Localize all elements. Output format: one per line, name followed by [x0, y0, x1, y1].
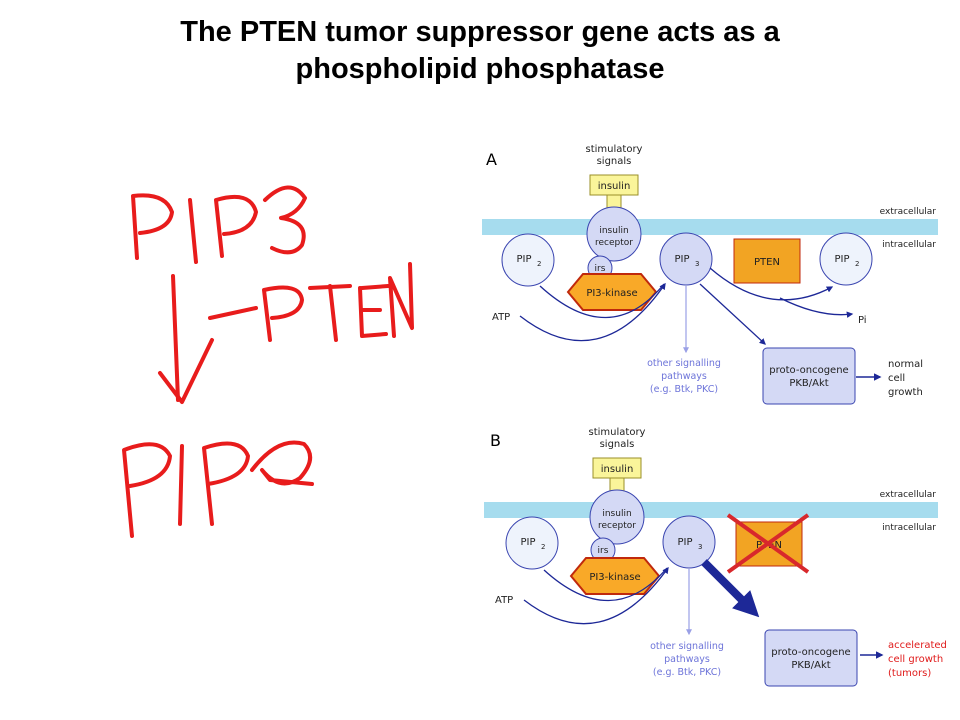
- svg-text:2: 2: [855, 260, 859, 268]
- panel-b-intracellular-label: intracellular: [882, 523, 936, 533]
- handwritten-pten: [262, 262, 414, 342]
- panel-a-stimulatory: stimulatory: [586, 144, 643, 155]
- panel-a-membrane: [482, 219, 938, 235]
- svg-text:receptor: receptor: [595, 238, 633, 248]
- svg-text:PKB/Akt: PKB/Akt: [789, 378, 828, 389]
- slide-title-line-2: phospholipid phosphatase: [295, 53, 665, 85]
- slide-title: The PTEN tumor suppressor gene acts as a…: [0, 14, 960, 88]
- panel-a-extracellular-label: extracellular: [880, 207, 937, 217]
- svg-text:PKB/Akt: PKB/Akt: [791, 660, 830, 671]
- panel-a-other-line1: other signalling: [647, 358, 721, 369]
- panel-b: B stimulatory signals extracellular intr…: [484, 427, 947, 687]
- slide-title-line-1: The PTEN tumor suppressor gene acts as a: [180, 16, 780, 48]
- pten-cross-mark: [726, 513, 810, 574]
- svg-text:irs: irs: [598, 546, 609, 556]
- handwritten-pip3: [131, 185, 307, 264]
- panel-a-outcome-line2: cell: [888, 373, 905, 384]
- svg-text:insulin: insulin: [599, 226, 628, 236]
- svg-text:3: 3: [698, 543, 702, 551]
- panel-b-pkb-thick-arrow: [701, 559, 760, 618]
- svg-text:PIP: PIP: [674, 254, 689, 265]
- panel-a-other-line2: pathways: [661, 371, 707, 382]
- panel-a-pip2-left: PIP 2: [501, 233, 555, 287]
- panel-b-atp: ATP: [495, 595, 513, 606]
- panel-b-outcome-line1: accelerated: [888, 640, 947, 651]
- svg-text:insulin: insulin: [601, 464, 634, 475]
- panel-a-outcome-line3: growth: [888, 387, 923, 398]
- panel-b-pten-inactive: PTEN: [726, 513, 810, 574]
- panel-a-pten: PTEN: [733, 238, 801, 284]
- panel-b-signals: signals: [600, 439, 635, 450]
- handwritten-pip2: [122, 440, 314, 538]
- panel-a-pi-arrow: [779, 297, 854, 318]
- panel-b-membrane: [484, 502, 938, 518]
- panel-b-pi3-kinase: PI3-kinase: [569, 557, 661, 595]
- panel-a-pkb-akt: proto-oncogene PKB/Akt: [762, 347, 856, 405]
- panel-a-atp: ATP: [492, 312, 510, 323]
- panel-b-pip3: PIP 3: [662, 515, 716, 569]
- panel-a-label: A: [486, 150, 497, 169]
- svg-text:proto-oncogene: proto-oncogene: [771, 647, 850, 658]
- panel-a: A stimulatory signals extracellular intr…: [482, 144, 938, 405]
- panel-b-stimulatory: stimulatory: [589, 427, 646, 438]
- svg-text:PI3-kinase: PI3-kinase: [586, 288, 637, 299]
- panel-a-intracellular-label: intracellular: [882, 240, 936, 250]
- panel-b-insulin-receptor: insulin receptor: [589, 489, 645, 545]
- panel-a-atp-arrow: [519, 282, 666, 342]
- panel-a-pip2-right: PIP 2: [819, 232, 873, 286]
- panel-a-pkb-arrow: [699, 283, 766, 345]
- panel-b-label: B: [490, 431, 501, 450]
- svg-text:receptor: receptor: [598, 521, 636, 531]
- svg-text:insulin: insulin: [602, 509, 631, 519]
- svg-text:2: 2: [537, 260, 541, 268]
- handwritten-annotation: [122, 185, 414, 538]
- svg-text:insulin: insulin: [598, 181, 631, 192]
- panel-b-pip2-left: PIP 2: [505, 516, 559, 570]
- panel-a-signals: signals: [597, 156, 632, 167]
- panel-b-outcome-line3: (tumors): [888, 668, 931, 679]
- panel-a-pten-arrow: [709, 267, 834, 301]
- svg-text:proto-oncogene: proto-oncogene: [769, 365, 848, 376]
- svg-text:PI3-kinase: PI3-kinase: [589, 572, 640, 583]
- panel-b-other-line1: other signalling: [650, 641, 724, 652]
- panel-a-pip2-to-pip3-arrow: [539, 283, 665, 319]
- svg-text:PIP: PIP: [677, 537, 692, 548]
- panel-b-pip2-to-pip3-arrow: [543, 567, 668, 602]
- panel-b-atp-arrow: [523, 566, 669, 625]
- handwritten-arrow: [158, 274, 258, 404]
- svg-text:PIP: PIP: [834, 254, 849, 265]
- panel-a-pip3: PIP 3: [659, 232, 713, 286]
- panel-a-outcome-line1: normal: [888, 359, 923, 370]
- panel-a-other-line3: (e.g. Btk, PKC): [650, 384, 718, 395]
- panel-b-outcome-line2: cell growth: [888, 654, 943, 665]
- svg-text:3: 3: [695, 260, 699, 268]
- panel-a-insulin-receptor: insulin receptor: [586, 206, 642, 262]
- panel-b-pkb-akt: proto-oncogene PKB/Akt: [764, 629, 858, 687]
- panel-b-other-line3: (e.g. Btk, PKC): [653, 667, 721, 678]
- svg-text:irs: irs: [595, 264, 606, 274]
- panel-a-pi3-kinase: PI3-kinase: [566, 273, 658, 311]
- svg-text:2: 2: [541, 543, 545, 551]
- panel-a-pi: Pi: [858, 315, 867, 326]
- svg-text:PIP: PIP: [520, 537, 535, 548]
- svg-text:PTEN: PTEN: [754, 257, 780, 268]
- panel-b-other-line2: pathways: [664, 654, 710, 665]
- svg-text:PIP: PIP: [516, 254, 531, 265]
- panel-b-extracellular-label: extracellular: [880, 490, 937, 500]
